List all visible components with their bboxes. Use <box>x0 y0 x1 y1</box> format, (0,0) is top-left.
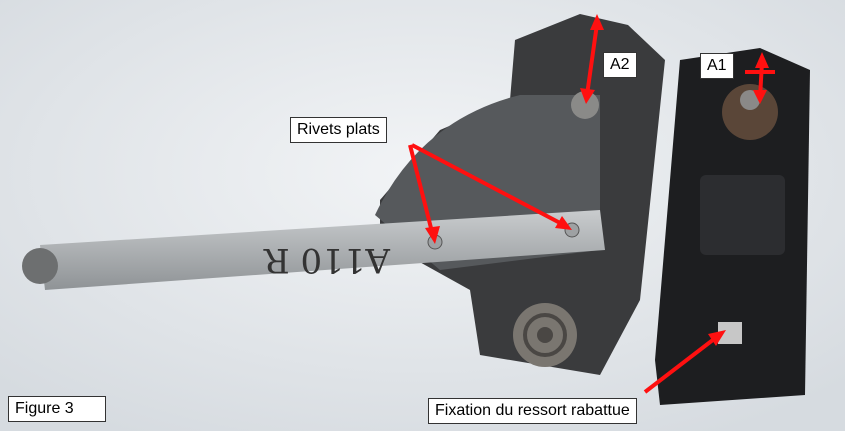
pivot-a2 <box>571 91 599 119</box>
label-rivets-plats: Rivets plats <box>290 117 387 143</box>
annotation-arrows <box>408 14 775 394</box>
label-a2: A2 <box>603 52 637 78</box>
pivot-a1 <box>722 84 778 140</box>
regulator-arm <box>40 210 605 290</box>
label-a1: A1 <box>700 53 734 79</box>
label-fixation-ressort: Fixation du ressort rabattue <box>428 398 637 424</box>
engraving: A110 R <box>263 240 391 280</box>
figure-caption: Figure 3 <box>8 396 106 422</box>
